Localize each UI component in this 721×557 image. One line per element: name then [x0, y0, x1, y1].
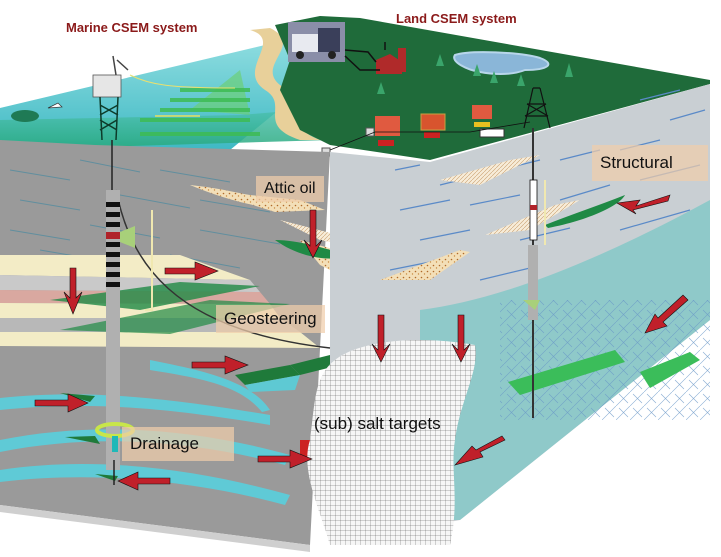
- receiver-box-icon: [420, 113, 446, 131]
- structural-lens: [440, 155, 540, 185]
- structural-lens: [380, 250, 470, 280]
- marine-wellbore: [95, 140, 331, 485]
- trees: [377, 54, 573, 94]
- seabed-shadow: [11, 110, 39, 122]
- red-arrow-icon: [63, 267, 83, 315]
- barn-icon: [376, 48, 406, 74]
- marine-csem-title: Marine CSEM system: [66, 20, 198, 35]
- red-arrow-icon: [191, 355, 249, 375]
- red-arrow-icon: [164, 261, 219, 281]
- survey-vessel-icon: [47, 102, 63, 109]
- label-structural: Structural: [592, 145, 708, 181]
- geosteering-reservoir: [290, 355, 340, 375]
- label-subsalt-targets: (sub) salt targets: [314, 414, 441, 433]
- label-drainage: Drainage: [122, 427, 234, 461]
- red-arrow-icon: [454, 435, 506, 466]
- tree-icon: [436, 54, 444, 66]
- arrows: [34, 194, 689, 491]
- deep-reservoir: [508, 350, 625, 395]
- land-csem-title: Land CSEM system: [396, 11, 517, 26]
- beach: [250, 28, 320, 140]
- drainage-reservoir: [65, 436, 100, 444]
- offshore-platform-icon: [92, 55, 129, 141]
- block-base-front: [0, 505, 310, 552]
- geosteering-reservoir: [235, 365, 300, 385]
- tree-icon: [377, 82, 385, 94]
- salt-body: [307, 340, 476, 545]
- water-leg: [245, 375, 300, 392]
- red-arrow-icon: [451, 314, 471, 363]
- tree-icon: [490, 71, 498, 83]
- red-arrow-icon: [303, 209, 323, 259]
- structural-reservoir: [545, 195, 625, 228]
- marine-survey-grid: [129, 70, 260, 136]
- receiver-box-icon: [472, 105, 492, 119]
- land-cable: [344, 42, 386, 71]
- tree-icon: [517, 74, 525, 86]
- tree-icon: [565, 63, 573, 77]
- red-arrow-icon: [117, 471, 171, 491]
- wellbore-tool-icon: [106, 190, 120, 470]
- red-arrow-icon: [616, 194, 671, 215]
- drilling-derrick-icon: [523, 87, 551, 129]
- drainage-reservoir: [95, 474, 118, 481]
- red-arrow-icon: [34, 393, 89, 413]
- land-wellbore: [523, 128, 546, 418]
- red-arrow-icon: [371, 314, 391, 363]
- deep-reservoir: [640, 352, 700, 388]
- truck-photo-icon: [288, 22, 345, 62]
- label-geosteering: Geosteering: [216, 305, 325, 333]
- red-arrow-icon: [257, 449, 313, 469]
- receiver-box-icon: [375, 116, 400, 136]
- tree-icon: [473, 64, 481, 76]
- label-attic-oil: Attic oil: [256, 176, 324, 202]
- red-arrow-icon: [644, 294, 689, 334]
